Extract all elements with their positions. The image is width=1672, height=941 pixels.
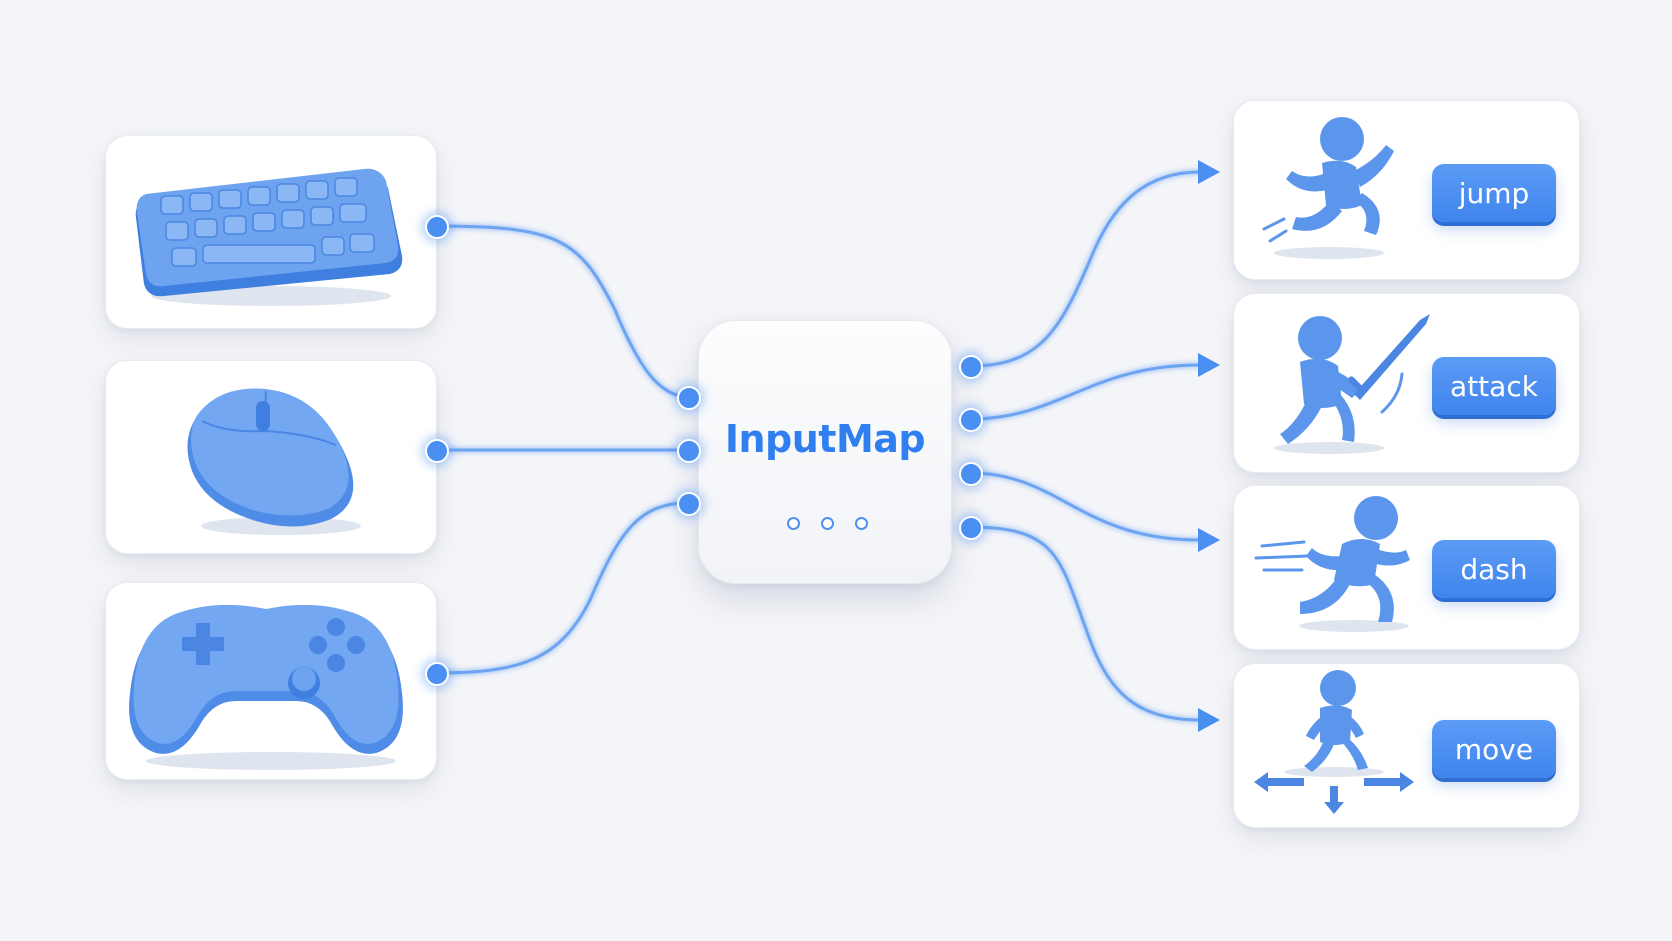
- hub-dot: [787, 517, 800, 530]
- arrowhead-dash: [1198, 528, 1220, 552]
- hub-port-out-2: [959, 408, 983, 432]
- wire-gamepad: [435, 501, 690, 675]
- jumping-figure-icon: [1262, 117, 1394, 259]
- input-card-gamepad: [105, 582, 437, 780]
- arrowhead-attack: [1198, 353, 1220, 377]
- port-mouse: [425, 439, 449, 463]
- keyboard-icon: [135, 168, 403, 306]
- action-button-attack[interactable]: attack: [1432, 357, 1556, 415]
- wire-keyboard: [435, 224, 690, 399]
- mouse-icon: [187, 388, 361, 535]
- port-gamepad: [425, 662, 449, 686]
- hub-port-out-3: [959, 462, 983, 486]
- wire-move: [968, 525, 1202, 722]
- gamepad-icon: [129, 604, 403, 770]
- hub-port-out-1: [959, 355, 983, 379]
- action-button-jump[interactable]: jump: [1432, 164, 1556, 222]
- action-button-move[interactable]: move: [1432, 720, 1556, 778]
- port-keyboard: [425, 215, 449, 239]
- inputmap-hub: InputMap: [698, 320, 952, 584]
- action-card-move: move: [1233, 663, 1580, 828]
- hub-port-in-1: [677, 386, 701, 410]
- arrowhead-jump: [1198, 160, 1220, 184]
- action-card-attack: attack: [1233, 293, 1580, 473]
- action-button-dash[interactable]: dash: [1432, 540, 1556, 598]
- wire-attack: [968, 363, 1202, 421]
- wire-jump: [968, 170, 1202, 368]
- hub-port-out-4: [959, 516, 983, 540]
- input-card-mouse: [105, 360, 437, 554]
- action-card-dash: dash: [1233, 485, 1580, 650]
- dashing-figure-icon: [1254, 496, 1410, 632]
- hub-indicator-dots: [787, 517, 868, 533]
- hub-dot: [855, 517, 868, 530]
- action-card-jump: jump: [1233, 100, 1580, 280]
- hub-title: InputMap: [724, 417, 926, 461]
- sword-figure-icon: [1274, 314, 1430, 454]
- input-card-keyboard: [105, 135, 437, 329]
- wire-dash: [968, 471, 1202, 542]
- hub-port-in-3: [677, 492, 701, 516]
- arrowhead-move: [1198, 708, 1220, 732]
- walking-figure-icon: [1254, 670, 1414, 814]
- hub-dot: [821, 517, 834, 530]
- hub-port-in-2: [677, 439, 701, 463]
